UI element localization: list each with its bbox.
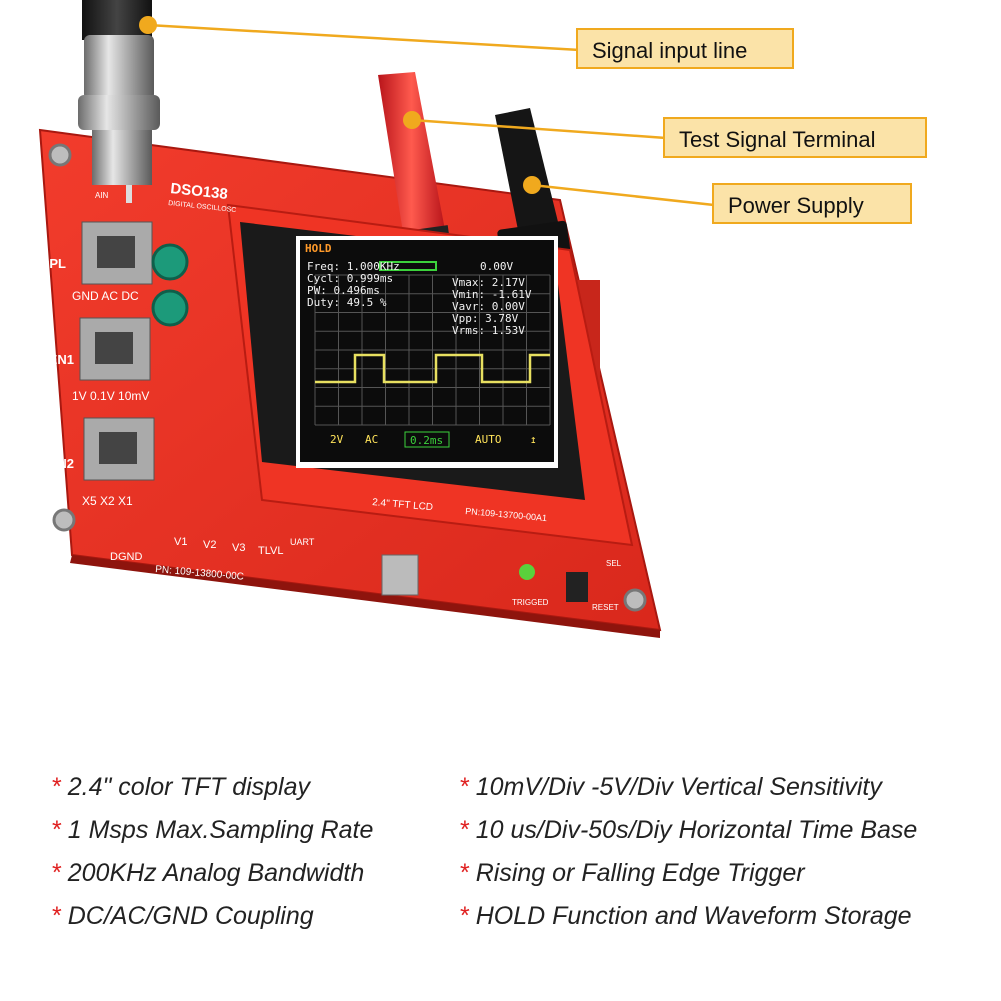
screen-trigger-mode: AUTO [475,433,502,446]
pcb-edge [70,555,660,638]
power-cable [495,108,560,240]
screen-trigger-edge: ↥ [530,433,537,446]
label-v3: V3 [232,542,245,554]
label-reset: RESET [592,603,619,612]
mounting-holes [48,143,647,612]
label-sen2: SEN2 [40,456,74,471]
bnc-pin [126,185,132,203]
screen-pw: PW: 0.496ms [307,284,380,297]
screen-freq: Freq: 1.000KHz [307,260,400,273]
feature-item: *DC/AC/GND Coupling [52,902,314,930]
label-v2: V2 [203,539,216,551]
screen-volt-div: 2V [330,433,344,446]
label-v1: V1 [174,536,187,548]
screen-offset: 0.00V [480,260,513,273]
label-dgnd: DGND [110,551,142,563]
screen-time-div: 0.2ms [410,434,443,447]
bnc-base [92,130,152,185]
trigger-indicator [379,261,437,271]
triggered-led [519,564,535,580]
label-ain: AIN [95,191,109,200]
label-sen2-options: X5 X2 X1 [82,494,133,508]
label-cpl: CPL [40,256,66,271]
screen-vmin: Vmin: -1.61V [452,288,532,301]
screen-mode: HOLD [305,242,332,255]
label-triggered: TRIGGED [512,598,549,607]
callout-signal-input: Signal input line [576,28,794,69]
screen-duty: Duty: 49.5 % [307,296,387,309]
bnc-body [84,35,154,100]
scope-grid [314,274,551,426]
feature-item: *10mV/Div -5V/Div Vertical Sensitivity [460,773,882,801]
probe-cable [82,0,152,40]
waveform-trace [315,353,550,384]
board-model: DSO138 [170,180,229,203]
callout-test-signal: Test Signal Terminal [663,117,927,158]
label-sel: SEL [606,559,622,568]
feature-item: *Rising or Falling Edge Trigger [460,859,805,887]
screen-coupling: AC [365,433,378,446]
screen-vavr: Vavr: 0.00V [452,300,525,313]
label-uart: UART [290,537,315,547]
lcd-label: 2.4" TFT LCD [372,497,434,513]
screen-vmax: Vmax: 2.17V [452,276,525,289]
label-tlvl: TLVL [258,545,283,557]
label-sen1: SEN1 [40,352,74,367]
bnc-collar [78,95,160,130]
label-cpl-options: GND AC DC [72,289,139,303]
feature-list: *2.4" color TFT display *1 Msps Max.Samp… [0,755,1001,975]
screen-vrms: Vrms: 1.53V [452,324,525,337]
callout-power-supply: Power Supply [712,183,912,224]
screen-cycl: Cycl: 0.999ms [307,272,393,285]
feature-item: *2.4" color TFT display [52,773,311,801]
oscilloscope-photo: HOLD Freq: 1.000KHz Cycl: 0.999ms PW: 0.… [38,0,715,638]
feature-item: *200KHz Analog Bandwidth [52,859,365,887]
slide-switches [79,221,155,481]
reset-button [566,572,588,602]
trimmer-capacitors [151,243,189,327]
feature-item: *10 us/Div-50s/Diy Horizontal Time Base [460,816,918,844]
label-sen1-options: 1V 0.1V 10mV [72,389,149,403]
alligator-clip [378,72,445,245]
screen-vpp: Vpp: 3.78V [452,312,519,325]
feature-item: *HOLD Function and Waveform Storage [460,902,912,930]
feature-item: *1 Msps Max.Sampling Rate [52,816,374,844]
usb-connector [381,554,419,596]
